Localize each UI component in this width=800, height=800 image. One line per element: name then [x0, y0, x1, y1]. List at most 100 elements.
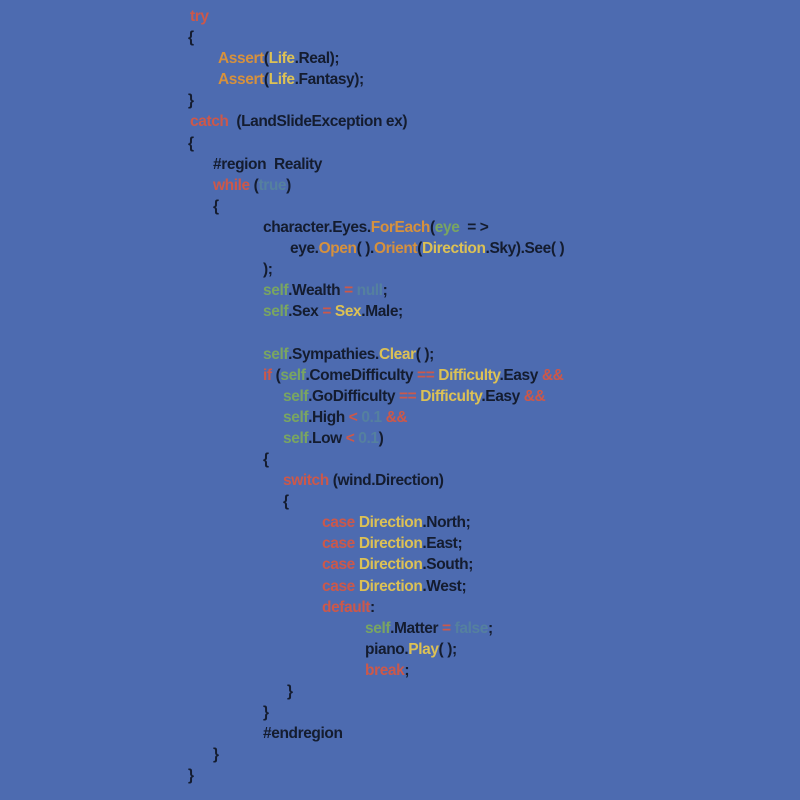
code-token: : [370, 598, 375, 616]
code-token: 0.1 [354, 429, 379, 447]
code-token: ( [263, 71, 269, 89]
code-line: break; [188, 660, 564, 681]
code-token: Sex [334, 303, 362, 321]
code-token: while [213, 176, 250, 194]
code-line: case Direction.West; [188, 576, 564, 597]
code-line: { [188, 27, 564, 48]
code-token: .Sky).See( ) [485, 240, 565, 258]
code-line: default: [188, 597, 564, 618]
code-line: #region Reality [188, 154, 564, 175]
code-line: eye.Open( ).Orient(Direction.Sky).See( ) [188, 238, 565, 259]
code-line: } [188, 681, 564, 702]
code-line: Assert(Life.Real); [188, 48, 564, 69]
code-token: ( [249, 176, 259, 194]
code-token: .Low [308, 429, 346, 447]
code-token: ForEach [370, 218, 431, 236]
code-line: { [188, 133, 564, 154]
code-token: = [344, 282, 353, 300]
code-token: Life [268, 50, 295, 68]
code-line: Assert(Life.Fantasy); [188, 69, 564, 90]
code-line: self.Sympathies.Clear( ); [188, 344, 564, 365]
code-token: self [263, 303, 289, 321]
code-token: .Sympathies. [288, 345, 379, 363]
code-token: = [322, 303, 331, 321]
code-line: catch (LandSlideException ex) [188, 111, 564, 132]
code-line: self.Sex = Sex.Male; [188, 301, 564, 322]
code-line: { [188, 449, 564, 470]
code-line: { [188, 491, 564, 512]
code-token: == [417, 366, 435, 384]
code-line: self.High < 0.1 && [188, 407, 564, 428]
code-token: Clear [378, 345, 416, 363]
code-token: .GoDifficulty [308, 387, 399, 405]
code-block: try{Assert(Life.Real);Assert(Life.Fantas… [188, 6, 565, 786]
code-token: Orient [373, 240, 418, 258]
code-token: = [442, 619, 451, 637]
code-token: } [263, 704, 269, 722]
code-token: Assert [218, 71, 264, 89]
code-token: self [283, 408, 309, 426]
code-token: .Easy [499, 366, 542, 384]
code-token: switch [283, 472, 329, 490]
code-token: .South; [422, 556, 473, 574]
code-token: #endregion [263, 725, 343, 743]
code-token: ( ); [415, 345, 435, 363]
code-token: eye. [290, 240, 319, 258]
code-line: } [188, 702, 564, 723]
code-token: ) [286, 176, 291, 194]
code-line: case Direction.East; [188, 533, 564, 554]
code-token: case [322, 577, 355, 595]
code-token: Assert [218, 50, 264, 68]
code-token: Direction [358, 514, 423, 532]
code-token: #region Reality [213, 155, 323, 173]
code-token: .Sex [288, 303, 323, 321]
code-token: .North; [422, 514, 471, 532]
code-token: ; [487, 619, 493, 637]
code-token: case [322, 535, 355, 553]
code-token: Difficulty [420, 387, 482, 405]
code-token: ( ); [438, 640, 458, 658]
code-token: character.Eyes. [263, 218, 371, 236]
code-token: self [280, 366, 306, 384]
code-token: && [541, 366, 564, 384]
code-token: Open [318, 240, 357, 258]
code-token: true [258, 176, 287, 194]
code-token: && [523, 387, 546, 405]
code-token: ); [263, 261, 273, 279]
code-token: .High [308, 408, 349, 426]
code-token: Direction [421, 240, 486, 258]
code-token: default [322, 598, 371, 616]
code-token: .Wealth [288, 282, 345, 300]
code-line: switch (wind.Direction) [188, 470, 564, 491]
code-token: Direction [358, 535, 423, 553]
code-token: { [283, 493, 289, 511]
code-token: Life [268, 71, 295, 89]
code-line: if (self.ComeDifficulty == Difficulty.Ea… [188, 365, 564, 386]
code-token: null [352, 282, 383, 300]
code-line: } [188, 765, 564, 786]
code-token: .ComeDifficulty [305, 366, 418, 384]
code-line: case Direction.South; [188, 554, 564, 575]
code-token: self [283, 387, 309, 405]
code-token: ( ). [356, 240, 375, 258]
code-token: .Matter [390, 619, 443, 637]
code-token: && [385, 408, 408, 426]
code-token: Difficulty [438, 366, 500, 384]
code-token: == [398, 387, 417, 405]
code-token: ) [378, 429, 384, 447]
code-token: .Easy [481, 387, 524, 405]
code-token: .Male; [361, 303, 403, 321]
code-token: if [263, 366, 272, 384]
code-token: self [283, 429, 309, 447]
code-token: } [287, 683, 293, 700]
code-line: ); [188, 259, 564, 280]
code-token: Play [408, 640, 439, 658]
code-token: case [322, 514, 355, 532]
code-token: self [263, 345, 289, 363]
code-token: (LandSlideException ex) [228, 113, 408, 131]
code-token: ( [271, 366, 281, 384]
code-token: piano. [365, 640, 409, 658]
code-token: { [263, 450, 269, 468]
code-token: ; [404, 661, 410, 679]
